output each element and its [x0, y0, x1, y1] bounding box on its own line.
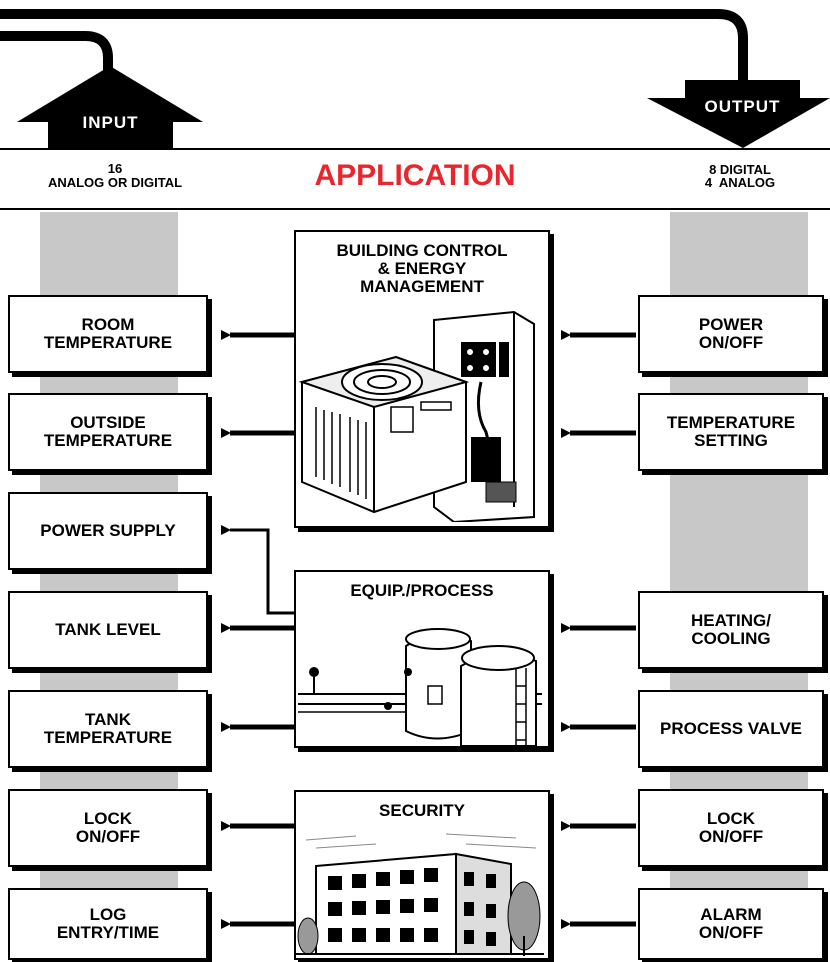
hvac-equipment-icon	[298, 310, 535, 522]
input-log-entry-time: LOG ENTRY/TIME	[8, 888, 208, 960]
output-lock-onoff: LOCK ON/OFF	[638, 789, 824, 867]
application-title: APPLICATION	[314, 159, 516, 192]
input-spec-count: 16	[107, 161, 123, 176]
input-tank-temperature: TANK TEMPERATURE	[8, 690, 208, 768]
input-label: INPUT	[82, 113, 139, 132]
panel-security: SECURITY	[294, 790, 550, 960]
output-temperature-setting: TEMPERATURE SETTING	[638, 393, 824, 471]
signal-loop-line	[0, 31, 113, 80]
signal-top-line	[0, 9, 748, 80]
connector-power-supply	[221, 525, 296, 615]
output-power-onoff: POWER ON/OFF	[638, 295, 824, 373]
input-power-supply: POWER SUPPLY	[8, 492, 208, 570]
input-arrow-icon	[17, 66, 203, 148]
input-outside-temperature: OUTSIDE TEMPERATURE	[8, 393, 208, 471]
panel-security-title: SECURITY	[379, 801, 465, 820]
output-alarm-onoff: ALARM ON/OFF	[638, 888, 824, 960]
output-arrow-icon	[647, 80, 830, 148]
panel-building-control: BUILDING CONTROL & ENERGY MANAGEMENT	[294, 230, 550, 528]
output-process-valve: PROCESS VALVE	[638, 690, 824, 768]
office-building-icon	[296, 833, 544, 956]
output-heating-cooling: HEATING/ COOLING	[638, 591, 824, 669]
panel-equip-process: EQUIP./PROCESS	[294, 570, 550, 748]
storage-tanks-icon	[298, 628, 542, 746]
output-spec-analog: 4 ANALOG	[704, 175, 776, 190]
input-spec-type: ANALOG OR DIGITAL	[47, 175, 183, 190]
output-label: OUTPUT	[704, 97, 781, 116]
input-room-temperature: ROOM TEMPERATURE	[8, 295, 208, 373]
input-lock-onoff: LOCK ON/OFF	[8, 789, 208, 867]
panel-process-title: EQUIP./PROCESS	[350, 581, 494, 600]
output-spec-digital: 8 DIGITAL	[709, 162, 771, 177]
input-tank-level: TANK LEVEL	[8, 591, 208, 669]
panel-building-title: BUILDING CONTROL & ENERGY MANAGEMENT	[336, 241, 508, 296]
